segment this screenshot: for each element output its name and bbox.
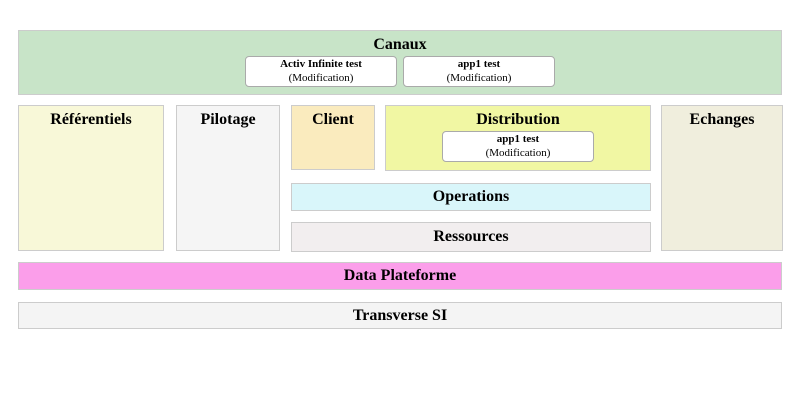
- app-chip-name: app1 test: [496, 132, 540, 145]
- app-chip-status: (Modification): [485, 146, 551, 159]
- zone-client: Client: [291, 105, 375, 170]
- zone-distribution: Distribution app1 test (Modification): [385, 105, 651, 171]
- zone-distribution-title: Distribution: [476, 111, 560, 128]
- zone-transverse-si-title: Transverse SI: [352, 306, 448, 324]
- zone-transverse-si: Transverse SI: [18, 302, 782, 329]
- zone-ressources: Ressources: [291, 222, 651, 252]
- distribution-apps-row: app1 test (Modification): [386, 131, 650, 163]
- zone-canaux-title: Canaux: [373, 36, 427, 53]
- zone-data-plateforme: Data Plateforme: [18, 262, 782, 290]
- app-chip-name: app1 test: [457, 57, 501, 70]
- zone-operations: Operations: [291, 183, 651, 211]
- zone-pilotage: Pilotage: [176, 105, 280, 251]
- canaux-apps-row: Activ Infinite test (Modification) app1 …: [19, 56, 781, 88]
- zone-referentiels: Référentiels: [18, 105, 164, 251]
- app-chip-app1-test-distribution[interactable]: app1 test (Modification): [442, 131, 594, 163]
- zone-client-title: Client: [312, 111, 354, 128]
- zone-operations-title: Operations: [432, 188, 510, 206]
- zone-referentiels-title: Référentiels: [50, 111, 132, 128]
- zone-ressources-title: Ressources: [433, 228, 509, 246]
- zone-echanges-title: Echanges: [689, 111, 755, 128]
- app-chip-activ-infinite-test[interactable]: Activ Infinite test (Modification): [245, 56, 397, 88]
- zone-echanges: Echanges: [661, 105, 783, 251]
- zone-canaux: Canaux Activ Infinite test (Modification…: [18, 30, 782, 95]
- app-chip-status: (Modification): [288, 71, 354, 84]
- app-chip-name: Activ Infinite test: [280, 57, 362, 70]
- app-chip-app1-test-canaux[interactable]: app1 test (Modification): [403, 56, 555, 88]
- app-chip-status: (Modification): [446, 71, 512, 84]
- zone-pilotage-title: Pilotage: [200, 111, 256, 128]
- zone-data-plateforme-title: Data Plateforme: [343, 267, 457, 285]
